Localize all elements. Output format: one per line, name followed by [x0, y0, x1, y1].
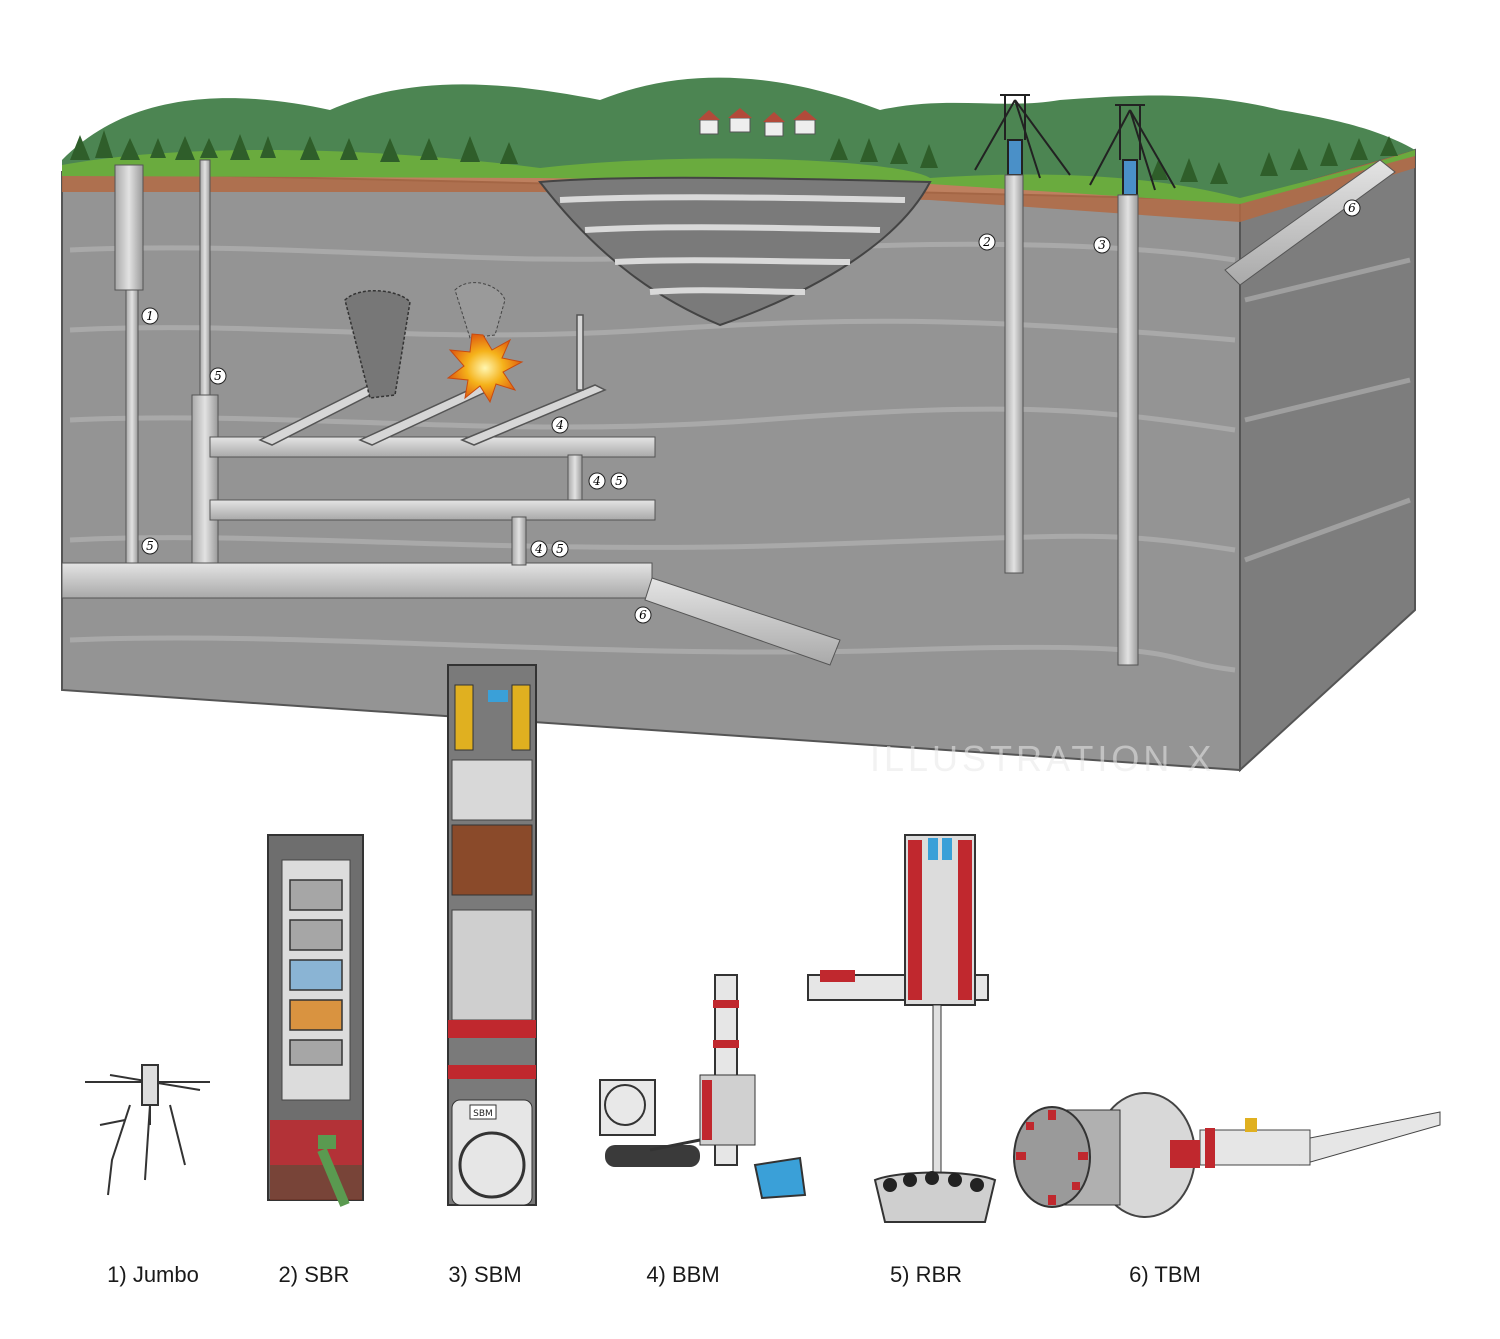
svg-text:6: 6: [639, 608, 647, 622]
machine-jumbo: [85, 1064, 210, 1196]
callout-4: 4: [551, 416, 569, 434]
caption-tbm: 6) TBM: [1129, 1262, 1201, 1287]
headframe-3: [1089, 104, 1176, 196]
headframe-2: [974, 94, 1071, 179]
trees: [70, 130, 1398, 184]
drift-level-1: [209, 436, 656, 458]
callout-5-upper: 5: [209, 367, 227, 385]
main-haulage-level: [61, 562, 653, 599]
callout-4-5-lower-b: 5: [551, 540, 569, 558]
watermark: ILLUSTRATION X: [870, 738, 1216, 779]
broken-ore-pile: [344, 289, 411, 399]
raise-4-5-lower: [511, 516, 527, 566]
callout-6-right: 6: [1343, 199, 1361, 217]
svg-text:3: 3: [1098, 238, 1106, 252]
grass: [62, 150, 1415, 204]
shaft-5-large: [191, 394, 219, 566]
machine-sbr: [267, 834, 364, 1207]
shaft-1-upper: [114, 164, 144, 291]
caption-jumbo: 1) Jumbo: [107, 1262, 199, 1287]
svg-text:2: 2: [982, 235, 991, 249]
caption-sbm: 3) SBM: [448, 1262, 522, 1287]
stope-crosscuts: [258, 314, 607, 446]
machine-rbr: [807, 834, 997, 1223]
callout-4-5-upper-a: 4: [588, 472, 606, 490]
shaft-1-lower: [125, 289, 139, 566]
callout-2: 2: [978, 233, 996, 251]
cross-section-block: 1 5 5 4 4 5 4 5 6 2 3 6: [61, 77, 1416, 773]
open-pit-mine: [538, 176, 932, 327]
callouts: 1 5 5 4 4 5 4 5 6 2 3 6: [141, 199, 1361, 624]
svg-text:4: 4: [555, 418, 564, 432]
callout-5-lower: 5: [141, 537, 159, 555]
svg-text:4: 4: [592, 474, 601, 488]
shaft-5-left: [199, 159, 211, 396]
village-houses: [698, 108, 817, 137]
svg-text:5: 5: [214, 369, 222, 383]
blast-explosion: [446, 333, 524, 404]
callout-4-5-lower-a: 4: [530, 540, 548, 558]
machine-tbm: [1013, 1092, 1441, 1218]
svg-text:5: 5: [556, 542, 564, 556]
broken-ore-pile-2: [454, 282, 506, 339]
decline-tunnel-6: [644, 577, 841, 666]
callout-3: 3: [1093, 236, 1111, 254]
svg-text:4: 4: [534, 542, 543, 556]
shaft-3: [1117, 194, 1139, 666]
machine-sbm: SBM: [447, 664, 537, 1206]
caption-sbr: 2) SBR: [278, 1262, 350, 1287]
shaft-2: [1004, 174, 1024, 574]
svg-text:5: 5: [615, 474, 623, 488]
raise-4-5-upper: [567, 454, 583, 501]
sbm-plate-label: SBM: [473, 1109, 493, 1119]
machine-bbm: [599, 974, 807, 1200]
svg-text:5: 5: [146, 539, 154, 553]
caption-bbm: 4) BBM: [646, 1262, 720, 1287]
caption-rbr: 5) RBR: [889, 1262, 963, 1287]
callout-4-5-upper-b: 5: [610, 472, 628, 490]
svg-text:6: 6: [1348, 201, 1356, 215]
drift-level-2: [209, 499, 656, 521]
callout-6-lower: 6: [634, 606, 652, 624]
svg-text:1: 1: [146, 309, 154, 323]
decline-tunnel-6-right: [1224, 159, 1396, 286]
callout-1: 1: [141, 307, 159, 325]
